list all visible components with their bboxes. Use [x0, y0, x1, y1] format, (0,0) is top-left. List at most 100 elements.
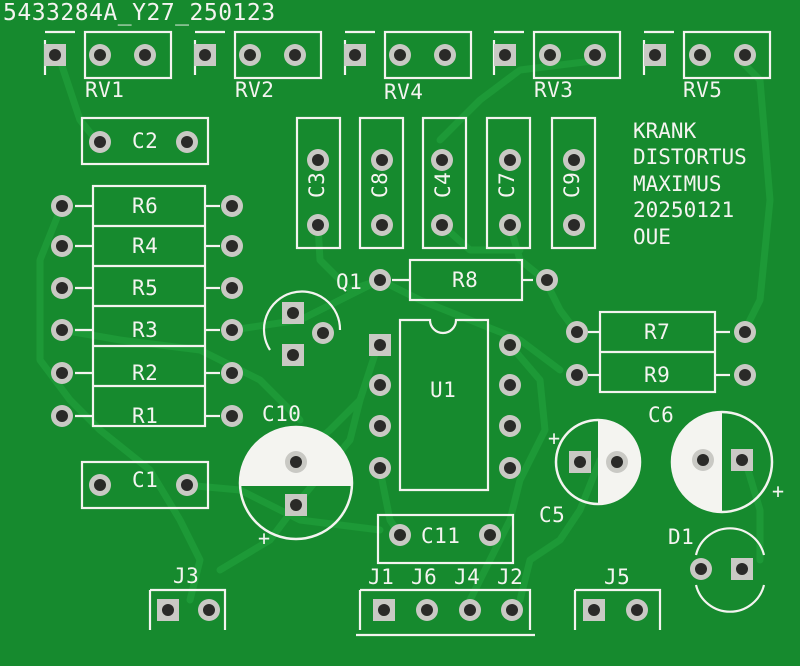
drill-hole: [139, 49, 151, 61]
drill-hole: [544, 49, 556, 61]
drill-hole: [571, 369, 583, 381]
drill-hole: [589, 49, 601, 61]
label-r1: R1: [132, 404, 159, 428]
drill-hole: [504, 379, 516, 391]
drill-hole: [49, 49, 61, 61]
label-rv4: RV4: [384, 80, 424, 104]
drill-hole: [312, 154, 324, 166]
drill-hole: [226, 200, 238, 212]
drill-hole: [611, 456, 623, 468]
label-c6: C6: [648, 403, 675, 427]
drill-hole: [199, 49, 211, 61]
label-j4: J4: [454, 565, 481, 589]
drill-hole: [541, 274, 553, 286]
label-c1: C1: [132, 468, 159, 492]
label-c3: C3: [305, 171, 329, 198]
svg-text:+: +: [548, 426, 560, 450]
drill-hole: [226, 324, 238, 336]
drill-hole: [394, 49, 406, 61]
label-r3: R3: [132, 318, 159, 342]
capacitor-c10: +: [238, 425, 354, 550]
drill-hole: [504, 219, 516, 231]
drill-hole: [421, 604, 433, 616]
label-c4: C4: [431, 171, 455, 198]
drill-hole: [226, 367, 238, 379]
note-line: 20250121: [633, 198, 735, 223]
note-line: DISTORTUS: [633, 145, 747, 170]
capacitor-c6: +: [670, 410, 784, 514]
drill-hole: [504, 154, 516, 166]
label-j6: J6: [411, 565, 438, 589]
drill-hole: [736, 563, 748, 575]
drill-hole: [162, 604, 174, 616]
drill-hole: [226, 410, 238, 422]
drill-hole: [506, 604, 518, 616]
drill-hole: [484, 529, 496, 541]
drill-hole: [571, 326, 583, 338]
label-r2: R2: [132, 361, 159, 385]
label-j1: J1: [368, 565, 395, 589]
drill-hole: [56, 367, 68, 379]
label-j5: J5: [604, 565, 631, 589]
label-r4: R4: [132, 234, 159, 258]
drill-hole: [464, 604, 476, 616]
drill-hole: [290, 456, 302, 468]
note-line: MAXIMUS: [633, 171, 722, 196]
drill-hole: [94, 479, 106, 491]
drill-hole: [56, 282, 68, 294]
label-c2: C2: [132, 129, 159, 153]
drill-hole: [94, 49, 106, 61]
label-r8: R8: [452, 268, 479, 292]
board-notes: KRANK DISTORTUS MAXIMUS 20250121 OUE: [633, 118, 747, 250]
drill-hole: [374, 379, 386, 391]
drill-hole: [374, 420, 386, 432]
drill-hole: [56, 410, 68, 422]
label-j3: J3: [173, 564, 200, 588]
label-rv1: RV1: [85, 78, 125, 102]
drill-hole: [203, 604, 215, 616]
label-c7: C7: [495, 171, 519, 198]
drill-hole: [290, 499, 302, 511]
drill-hole: [394, 529, 406, 541]
label-c5: C5: [539, 503, 566, 527]
label-c8: C8: [368, 171, 392, 198]
drill-hole: [568, 154, 580, 166]
label-rv2: RV2: [235, 78, 275, 102]
drill-hole: [226, 240, 238, 252]
drill-hole: [631, 604, 643, 616]
drill-hole: [504, 420, 516, 432]
drill-hole: [739, 326, 751, 338]
label-d1: D1: [668, 525, 695, 549]
drill-hole: [226, 282, 238, 294]
label-c11: C11: [421, 524, 461, 548]
svg-text:+: +: [772, 479, 784, 503]
silkscreen-outlines: [43, 30, 772, 637]
drill-hole: [439, 49, 451, 61]
label-j2: J2: [497, 565, 524, 589]
drill-hole: [312, 219, 324, 231]
drill-hole: [376, 154, 388, 166]
drill-hole: [739, 49, 751, 61]
note-line: KRANK: [633, 119, 697, 143]
drill-hole: [739, 369, 751, 381]
label-u1: U1: [430, 378, 457, 402]
label-r7: R7: [644, 320, 671, 344]
label-r6: R6: [132, 194, 159, 218]
svg-text:+: +: [258, 526, 270, 550]
drill-hole: [697, 454, 709, 466]
drill-hole: [436, 219, 448, 231]
drill-hole: [588, 604, 600, 616]
drill-hole: [56, 240, 68, 252]
label-c10: C10: [262, 402, 302, 426]
drill-hole: [374, 274, 386, 286]
drill-hole: [504, 462, 516, 474]
drill-hole: [181, 479, 193, 491]
drill-hole: [349, 49, 361, 61]
drill-hole: [244, 49, 256, 61]
drill-hole: [504, 339, 516, 351]
diode-d1: [694, 527, 766, 613]
drill-hole: [695, 563, 707, 575]
drill-hole: [374, 462, 386, 474]
